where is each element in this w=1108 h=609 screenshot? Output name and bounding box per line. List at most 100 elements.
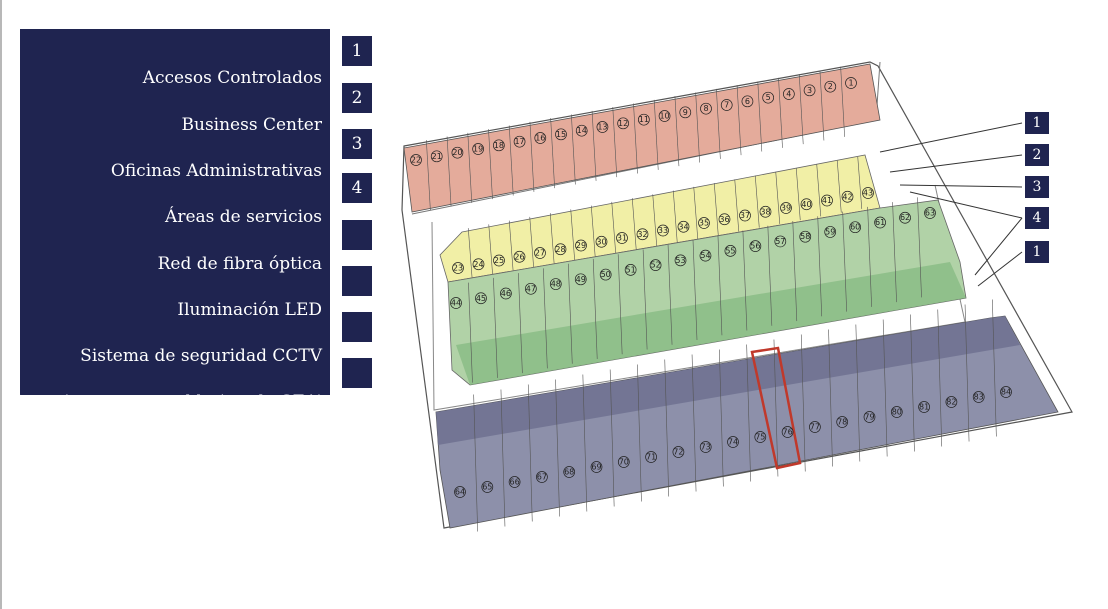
lot-number[interactable]: 12 bbox=[618, 119, 628, 128]
lot-number[interactable]: 2 bbox=[828, 82, 833, 91]
lot-number[interactable]: 29 bbox=[576, 241, 586, 250]
lot-number[interactable]: 58 bbox=[800, 232, 810, 241]
lot-number[interactable]: 30 bbox=[596, 237, 606, 246]
lot-number[interactable]: 49 bbox=[576, 275, 586, 284]
lot-number[interactable]: 66 bbox=[510, 478, 520, 487]
lot-dividers-top bbox=[426, 66, 845, 211]
lot-number[interactable]: 67 bbox=[537, 473, 547, 482]
lot-number[interactable]: 1 bbox=[848, 79, 853, 88]
lot-number[interactable]: 24 bbox=[473, 260, 483, 269]
lot-divider bbox=[964, 304, 970, 442]
lot-number[interactable]: 65 bbox=[482, 483, 492, 492]
lot-number[interactable]: 46 bbox=[501, 289, 511, 298]
lot-number[interactable]: 59 bbox=[825, 227, 835, 236]
lot-dividers-yellow bbox=[467, 156, 863, 281]
lot-marker bbox=[524, 282, 537, 295]
lot-number[interactable]: 78 bbox=[837, 418, 847, 427]
lot-number[interactable]: 45 bbox=[476, 294, 486, 303]
highlighted-lot-76[interactable] bbox=[750, 346, 802, 470]
lot-divider bbox=[992, 299, 997, 437]
lot-number[interactable]: 77 bbox=[810, 423, 820, 432]
lot-number[interactable]: 38 bbox=[760, 207, 770, 216]
lot-number[interactable]: 76 bbox=[783, 428, 793, 437]
lot-number[interactable]: 20 bbox=[452, 148, 462, 157]
lot-number[interactable]: 15 bbox=[556, 130, 566, 139]
lot-number[interactable]: 7 bbox=[724, 101, 729, 110]
lot-number[interactable]: 47 bbox=[526, 284, 536, 293]
lot-number[interactable]: 27 bbox=[535, 249, 545, 258]
lot-number[interactable]: 34 bbox=[678, 222, 688, 231]
lot-number[interactable]: 52 bbox=[650, 261, 660, 270]
lot-number[interactable]: 68 bbox=[564, 468, 574, 477]
lot-number[interactable]: 22 bbox=[411, 156, 421, 165]
lot-number[interactable]: 35 bbox=[699, 219, 709, 228]
lot-number[interactable]: 44 bbox=[451, 299, 461, 308]
lot-number[interactable]: 5 bbox=[766, 93, 771, 102]
lot-divider bbox=[426, 140, 431, 211]
lot-number[interactable]: 14 bbox=[577, 126, 587, 135]
lot-number[interactable]: 16 bbox=[535, 134, 545, 143]
lot-number[interactable]: 33 bbox=[658, 226, 668, 235]
lot-divider bbox=[937, 309, 943, 447]
lot-number[interactable]: 79 bbox=[864, 413, 874, 422]
lot-number[interactable]: 17 bbox=[514, 137, 524, 146]
lot-number[interactable]: 13 bbox=[597, 123, 607, 132]
lot-number[interactable]: 8 bbox=[703, 104, 708, 113]
lot-number[interactable]: 62 bbox=[900, 213, 910, 222]
lot-number[interactable]: 60 bbox=[850, 223, 860, 232]
lot-number[interactable]: 25 bbox=[494, 256, 504, 265]
lot-number[interactable]: 84 bbox=[1001, 388, 1011, 397]
lot-number[interactable]: 10 bbox=[659, 112, 669, 121]
lot-number[interactable]: 32 bbox=[637, 230, 647, 239]
lot-number[interactable]: 70 bbox=[619, 458, 629, 467]
lot-marker bbox=[759, 205, 772, 218]
legend-badge-empty bbox=[342, 358, 372, 388]
lot-number[interactable]: 21 bbox=[432, 152, 442, 161]
lot-number[interactable]: 23 bbox=[453, 264, 463, 273]
lot-number[interactable]: 18 bbox=[494, 141, 504, 150]
lot-divider bbox=[467, 132, 473, 203]
lot-number[interactable]: 73 bbox=[701, 443, 711, 452]
lot-number[interactable]: 6 bbox=[745, 97, 750, 106]
lot-number[interactable]: 57 bbox=[775, 237, 785, 246]
lot-divider bbox=[637, 364, 642, 502]
legend-item-fibra: Red de fibra óptica bbox=[20, 252, 330, 276]
lot-number[interactable]: 40 bbox=[801, 200, 811, 209]
lot-number[interactable]: 48 bbox=[551, 280, 561, 289]
lot-number[interactable]: 41 bbox=[822, 196, 832, 205]
lot-number[interactable]: 4 bbox=[786, 90, 791, 99]
lot-number[interactable]: 56 bbox=[750, 242, 760, 251]
lot-number[interactable]: 72 bbox=[673, 448, 683, 457]
lot-number[interactable]: 19 bbox=[473, 145, 483, 154]
lot-number[interactable]: 31 bbox=[617, 234, 627, 243]
lot-number[interactable]: 54 bbox=[700, 251, 710, 260]
lot-number[interactable]: 53 bbox=[675, 256, 685, 265]
lot-number[interactable]: 71 bbox=[646, 453, 656, 462]
lot-number[interactable]: 9 bbox=[683, 108, 688, 117]
lot-number[interactable]: 42 bbox=[842, 192, 852, 201]
lot-number[interactable]: 80 bbox=[892, 408, 902, 417]
lot-number[interactable]: 11 bbox=[639, 115, 649, 124]
lot-number[interactable]: 3 bbox=[807, 86, 812, 95]
lot-number[interactable]: 81 bbox=[919, 403, 929, 412]
lot-number[interactable]: 74 bbox=[728, 438, 738, 447]
lot-divider bbox=[693, 186, 699, 239]
lot-number[interactable]: 64 bbox=[455, 488, 465, 497]
lot-number[interactable]: 63 bbox=[925, 209, 935, 218]
lot-number[interactable]: 26 bbox=[514, 252, 524, 261]
lot-number[interactable]: 69 bbox=[591, 463, 601, 472]
lot-number[interactable]: 83 bbox=[974, 393, 984, 402]
lot-number[interactable]: 50 bbox=[601, 270, 611, 279]
lot-number[interactable]: 37 bbox=[740, 211, 750, 220]
lot-number[interactable]: 55 bbox=[725, 246, 735, 255]
lot-divider bbox=[757, 81, 763, 152]
lot-number[interactable]: 43 bbox=[863, 189, 873, 198]
lot-number[interactable]: 75 bbox=[755, 433, 765, 442]
lot-number[interactable]: 82 bbox=[946, 398, 956, 407]
lot-number[interactable]: 61 bbox=[875, 218, 885, 227]
lot-marker bbox=[452, 262, 464, 274]
lot-number[interactable]: 51 bbox=[626, 265, 636, 274]
lot-number[interactable]: 36 bbox=[719, 215, 729, 224]
lot-number[interactable]: 28 bbox=[555, 245, 565, 254]
lot-number[interactable]: 39 bbox=[781, 204, 791, 213]
